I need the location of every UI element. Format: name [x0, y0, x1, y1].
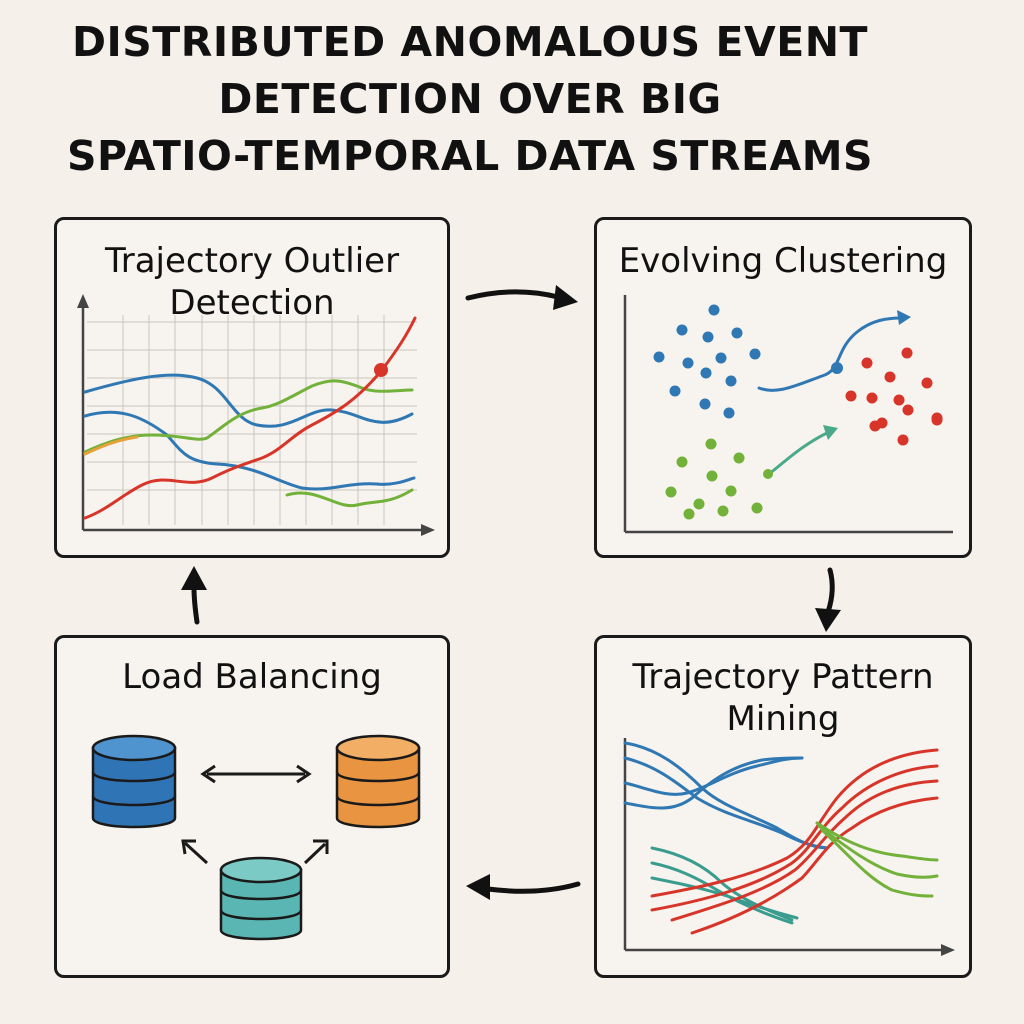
- trajectory-orange: [83, 435, 139, 456]
- clustering-title-line-1: Evolving Clustering: [618, 241, 948, 281]
- pattern-green-lines: [815, 821, 939, 898]
- trajectory-blue-1: [83, 373, 414, 428]
- outlier-axes: [77, 294, 435, 536]
- load-title-line-1: Load Balancing: [122, 657, 382, 697]
- pattern-red-lines: [650, 748, 939, 935]
- double-arrow-icon: [200, 764, 312, 784]
- green-cluster: [665, 438, 763, 520]
- arrow-up-left-icon: [181, 839, 209, 865]
- pattern-axes: [623, 738, 955, 956]
- panel-title-outlier: Trajectory Outlier Detection: [57, 240, 447, 324]
- panel-load-balancing: Load Balancing: [54, 635, 450, 978]
- database-teal-icon: [219, 856, 303, 941]
- trajectory-green-2: [285, 488, 414, 508]
- pattern-title-line-1: Trajectory Pattern: [632, 657, 934, 697]
- title-line-3: SPATIO-TEMPORAL DATA STREAMS: [66, 132, 874, 180]
- pattern-title-line-2: Mining: [726, 699, 840, 739]
- database-orange-icon: [335, 734, 421, 829]
- diagram-title: DISTRIBUTED ANOMALOUS EVENT DETECTION OV…: [0, 14, 940, 185]
- green-arrow-head: [823, 425, 838, 440]
- outlier-point: [374, 363, 388, 377]
- blue-arrow-head: [897, 310, 911, 325]
- red-cluster: [845, 347, 943, 446]
- panel-title-pattern: Trajectory Pattern Mining: [597, 656, 969, 740]
- title-line-1: DISTRIBUTED ANOMALOUS EVENT: [71, 18, 868, 66]
- arrow-load-to-outlier: [181, 566, 207, 625]
- arrow-up-right-icon: [303, 839, 329, 865]
- pattern-chart: [623, 738, 955, 956]
- panel-trajectory-pattern-mining: Trajectory Pattern Mining: [594, 635, 972, 978]
- blue-evolution-arrow: [757, 316, 904, 392]
- database-blue-icon: [91, 734, 177, 829]
- blue-cluster: [653, 304, 761, 419]
- panel-evolving-clustering: Evolving Clustering: [594, 217, 972, 558]
- outlier-title-line-1: Trajectory Outlier: [104, 241, 400, 281]
- green-evolution-arrow: [767, 430, 831, 476]
- outlier-title-line-2: Detection: [169, 283, 335, 323]
- clustering-axes: [623, 295, 953, 534]
- panel-title-clustering: Evolving Clustering: [597, 240, 969, 282]
- panel-trajectory-outlier-detection: Trajectory Outlier Detection: [54, 217, 450, 558]
- arrow-clustering-to-pattern: [815, 567, 841, 632]
- clustering-chart: [623, 295, 953, 534]
- load-balancing-graphic: [91, 734, 421, 941]
- title-line-2: DETECTION OVER BIG: [218, 75, 722, 123]
- panel-title-load: Load Balancing: [57, 656, 447, 698]
- pattern-teal-lines: [650, 846, 799, 925]
- trajectory-blue-2: [83, 410, 416, 491]
- blue-arrow-node: [831, 362, 843, 374]
- trajectory-green: [83, 379, 414, 454]
- arrow-pattern-to-load: [466, 874, 581, 900]
- pattern-blue-lines: [623, 741, 829, 850]
- outlier-trajectories: [83, 316, 417, 520]
- arrow-outlier-to-clustering: [465, 285, 578, 310]
- outlier-chart: [77, 294, 435, 536]
- green-arrow-node: [763, 469, 773, 479]
